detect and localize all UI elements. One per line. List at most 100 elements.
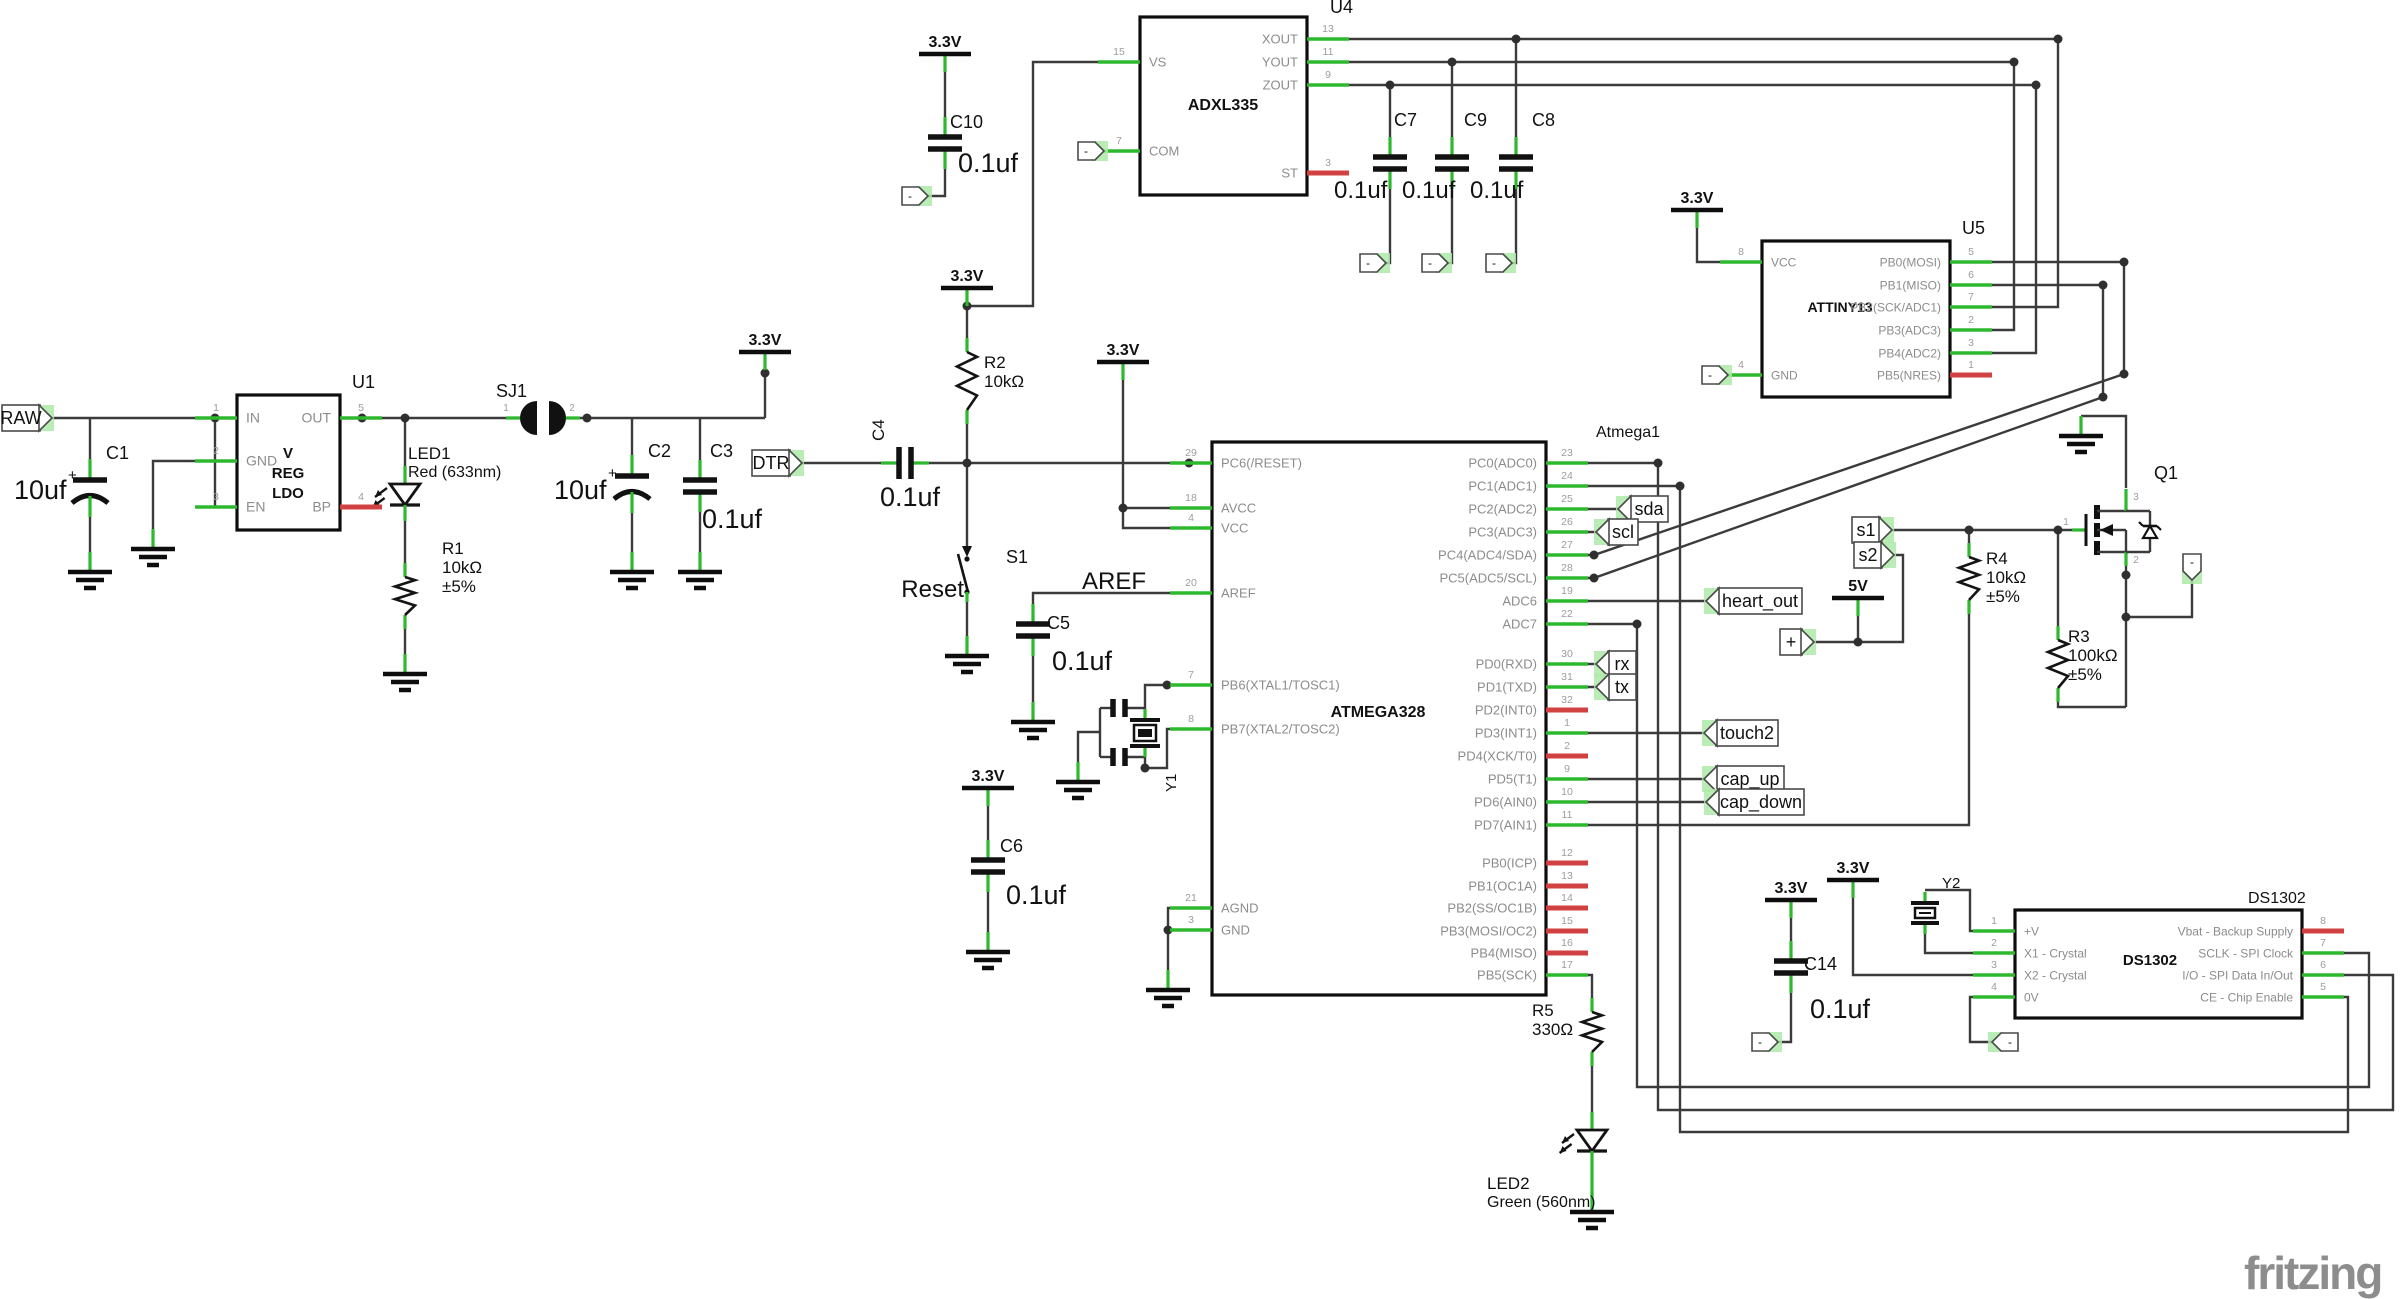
ic-u5-attiny13[interactable]: ATTINY138VCC4GND5PB0(MOSI)6PB1(MISO)7PB2…	[1720, 239, 1992, 399]
ground-symbol[interactable]	[383, 654, 427, 693]
junction-dot	[2119, 369, 2129, 379]
cap-c5[interactable]	[1016, 604, 1050, 656]
net-flag-touch2[interactable]: touch2	[1702, 718, 1779, 748]
text-label: 24	[1561, 470, 1573, 482]
power-flag-3v3v[interactable]: 3.3V	[919, 34, 971, 72]
ground-symbol[interactable]	[1570, 1192, 1614, 1231]
text-label: -	[1084, 144, 1088, 158]
ground-symbol[interactable]	[1146, 970, 1190, 1009]
wire[interactable]	[1076, 730, 1100, 762]
mosfet-q1[interactable]	[2072, 489, 2162, 566]
cap-c9[interactable]	[1435, 137, 1469, 189]
text-label: R3	[2068, 627, 2090, 646]
led2[interactable]	[1558, 1112, 1610, 1197]
ground-symbol[interactable]	[966, 932, 1010, 971]
resistor-r3[interactable]	[2044, 626, 2072, 702]
cap-c1[interactable]	[70, 459, 110, 517]
gnd-flag[interactable]: -	[1485, 253, 1516, 273]
net-flag-tx[interactable]: tx	[1594, 672, 1637, 702]
net-flag-raw[interactable]: RAW	[0, 403, 54, 433]
resistor-r5[interactable]	[1577, 998, 1607, 1066]
net-flag-cap-down[interactable]: cap_down	[1704, 787, 1805, 817]
wire[interactable]	[151, 459, 237, 531]
wire[interactable]	[1031, 591, 1212, 606]
power-flag-3v3v[interactable]: 3.3V	[1671, 190, 1723, 228]
cap-c6[interactable]	[971, 840, 1005, 892]
power-flag-3v3v[interactable]: 3.3V	[941, 268, 993, 306]
text-label: PD0(RXD)	[1476, 657, 1537, 672]
text-label: PB4(MISO)	[1471, 946, 1537, 961]
wire[interactable]	[1307, 83, 2038, 355]
net-flag-rx[interactable]: rx	[1594, 649, 1637, 679]
ground-symbol[interactable]	[2059, 416, 2103, 455]
wire[interactable]	[2126, 580, 2194, 619]
gnd-flag[interactable]: -	[1359, 253, 1390, 273]
net-flag--[interactable]: +	[1779, 627, 1816, 657]
resistor-r2[interactable]	[954, 338, 980, 424]
gnd-flag[interactable]: -	[1988, 1032, 2019, 1052]
wire[interactable]	[1546, 614, 1971, 827]
crystal-y1[interactable]	[1130, 709, 1160, 757]
wire[interactable]	[1851, 884, 2015, 977]
switch-s1[interactable]	[956, 546, 972, 602]
net-flag-cap-up[interactable]: cap_up	[1702, 764, 1785, 794]
power-flag-3v3v[interactable]: 3.3V	[962, 768, 1014, 806]
resistor-r4[interactable]	[1955, 543, 1983, 614]
cap-c14[interactable]	[1774, 941, 1808, 993]
ground-symbol[interactable]	[1056, 762, 1100, 801]
gnd-flag[interactable]: -	[1701, 365, 1732, 385]
power-flag-3v3v[interactable]: 3.3V	[1765, 880, 1817, 918]
net-flag-heart-out[interactable]: heart_out	[1704, 586, 1803, 616]
net-flag-s1[interactable]: s1	[1851, 515, 1894, 545]
cap-c2[interactable]	[612, 455, 652, 513]
gnd-flag[interactable]: -	[1751, 1032, 1782, 1052]
gnd-flag[interactable]: -	[1077, 141, 1108, 161]
net-flag-s2[interactable]: s2	[1853, 540, 1896, 570]
wire[interactable]	[1778, 988, 1793, 1044]
wire[interactable]	[2081, 414, 2128, 488]
wire[interactable]	[1695, 214, 1762, 264]
gnd-flag[interactable]: -	[1421, 253, 1452, 273]
wire[interactable]	[1546, 622, 2371, 1089]
wire[interactable]	[1143, 683, 1212, 717]
cap-c4[interactable]	[881, 447, 929, 479]
ground-symbol[interactable]	[131, 529, 175, 568]
ic-atmega328[interactable]: ATMEGA32829PC6(/RESET)18AVCC4VCC20AREF7P…	[1170, 440, 1588, 997]
ground-symbol[interactable]	[1011, 702, 1055, 741]
resistor-r1[interactable]	[390, 563, 420, 629]
cap-c8[interactable]	[1499, 137, 1533, 189]
wire[interactable]	[928, 167, 947, 198]
wire[interactable]	[967, 60, 1140, 308]
gnd-flag[interactable]: -	[2182, 553, 2202, 584]
wire[interactable]	[1121, 366, 1212, 530]
ground-symbol[interactable]	[945, 636, 989, 675]
ground-symbol[interactable]	[68, 552, 112, 591]
wire[interactable]	[1546, 973, 1594, 998]
net-flag-sda[interactable]: sda	[1616, 494, 1669, 524]
cap-c10[interactable]	[928, 117, 962, 169]
ground-symbol[interactable]	[678, 552, 722, 591]
net-flag-scl[interactable]: scl	[1594, 517, 1639, 547]
cap-c3[interactable]	[683, 460, 717, 512]
cap-c7[interactable]	[1373, 137, 1407, 189]
wire[interactable]	[2056, 702, 2126, 709]
wire[interactable]	[1546, 484, 2350, 1134]
ground-symbol[interactable]	[610, 552, 654, 591]
y1-cap-top[interactable]	[1110, 699, 1128, 717]
crystal-y2[interactable]	[1911, 892, 1939, 934]
wire[interactable]	[1307, 37, 2060, 309]
gnd-flag[interactable]: -	[901, 186, 932, 206]
power-flag-5v[interactable]: 5V	[1832, 578, 1884, 616]
power-flag-3v3v[interactable]: 3.3V	[1097, 342, 1149, 380]
net-flag-dtr[interactable]: DTR	[751, 448, 804, 478]
led1[interactable]	[371, 466, 423, 521]
junction-dot	[1163, 925, 1173, 935]
power-flag-3v3v[interactable]: 3.3V	[739, 332, 791, 370]
wire[interactable]	[1546, 461, 2395, 1112]
solder-jumper-sj1[interactable]	[506, 401, 580, 435]
y1-cap-bottom[interactable]	[1110, 748, 1128, 766]
power-flag-3v3v[interactable]: 3.3V	[1827, 860, 1879, 898]
